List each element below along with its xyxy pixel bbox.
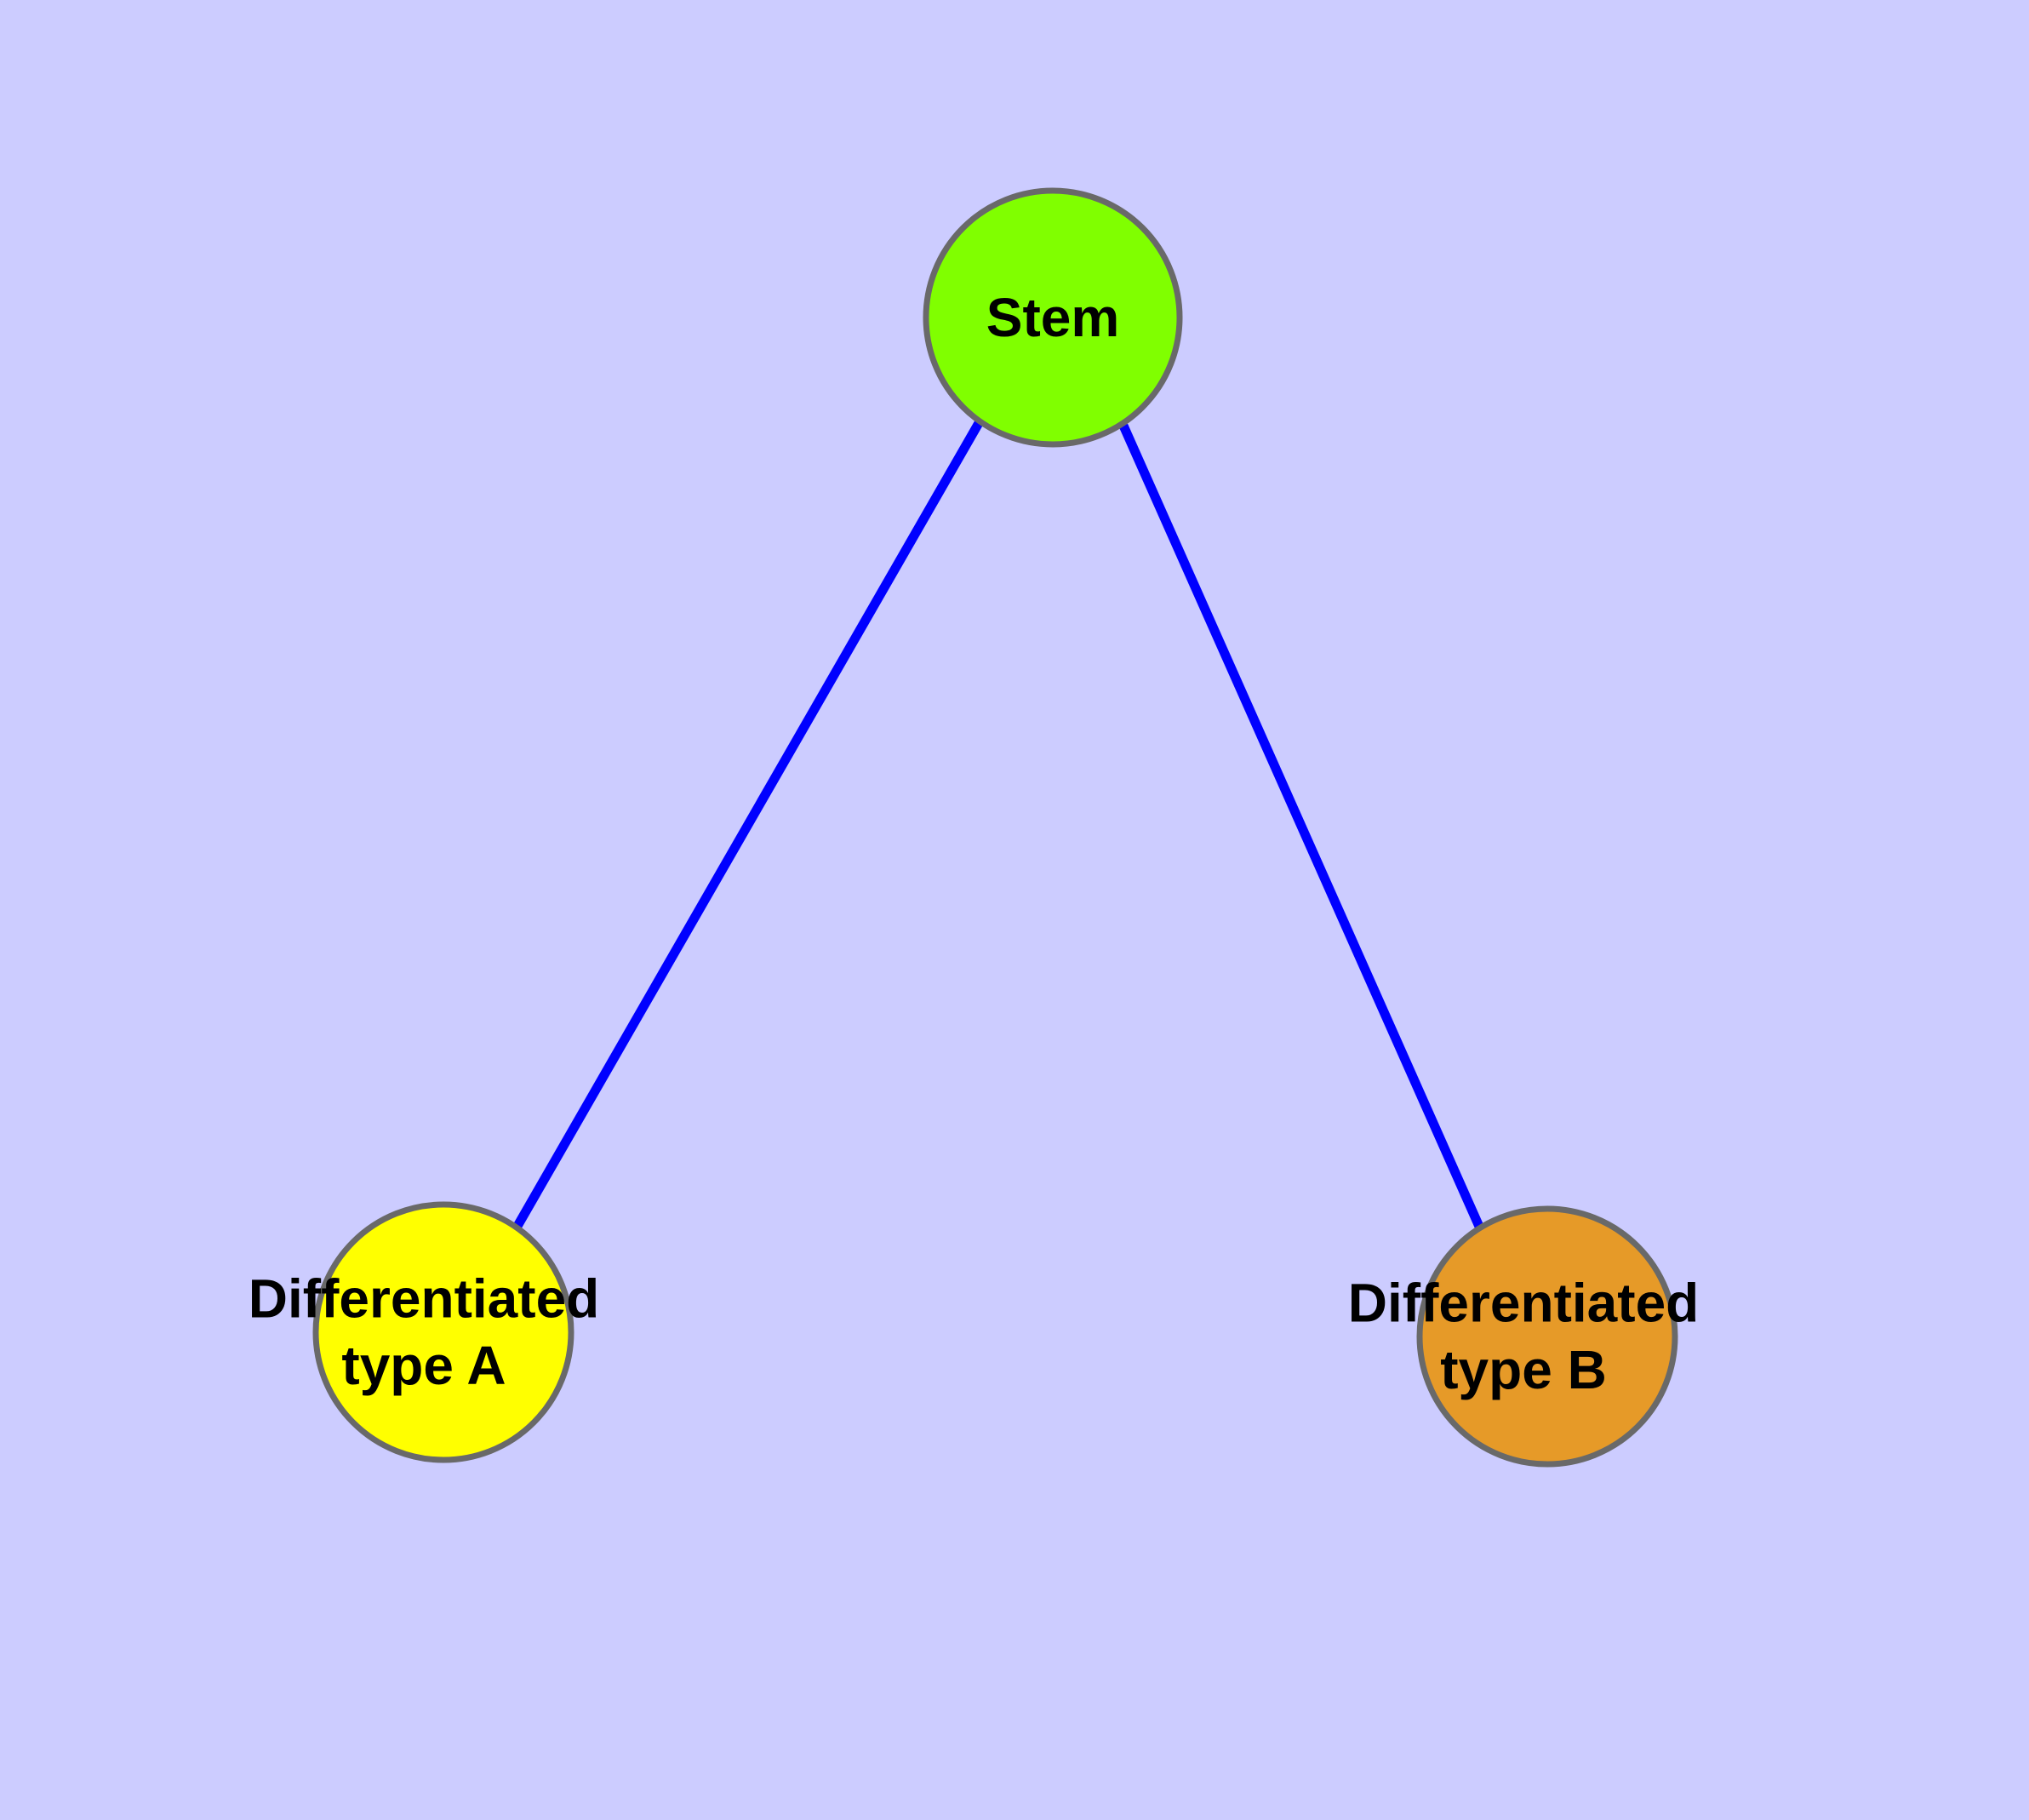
node-label-line: Differentiated <box>1348 1273 1700 1334</box>
node-label-line: type B <box>1440 1339 1607 1400</box>
node-circle-diff-b[interactable] <box>1416 1205 1678 1468</box>
node-label-line: Stem <box>986 287 1120 348</box>
edge-stem-to-diff-b[interactable] <box>1118 423 1485 1231</box>
node-label-stem: Stem <box>986 287 1120 348</box>
edges-group <box>512 421 1485 1231</box>
node-label-line: Differentiated <box>249 1268 600 1330</box>
node-circle-diff-a[interactable] <box>312 1201 574 1463</box>
node-circle-stem[interactable] <box>923 187 1183 448</box>
node-circles-layer <box>312 187 1678 1468</box>
node-label-line: type A <box>341 1335 506 1396</box>
edge-stem-to-diff-a[interactable] <box>512 421 983 1230</box>
